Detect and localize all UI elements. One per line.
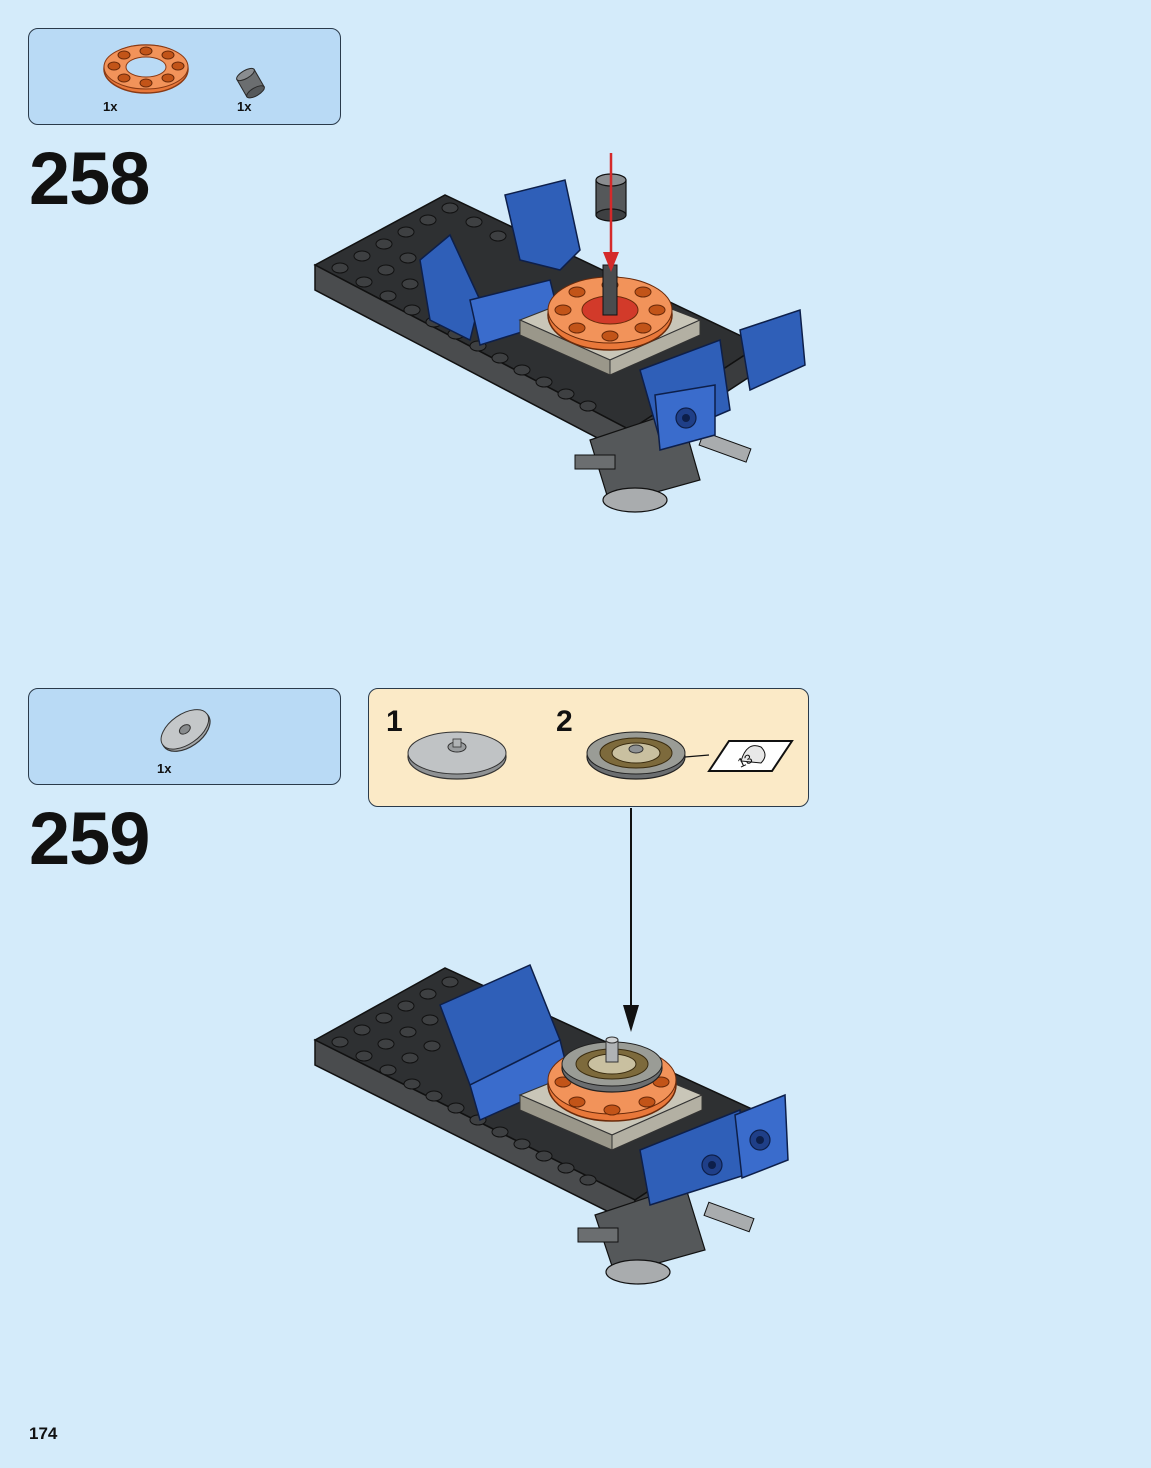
model-illustration-258	[313, 153, 806, 513]
part-qty: 1x	[157, 761, 172, 776]
page-number: 174	[29, 1424, 58, 1443]
orange-ring-plate-icon	[103, 44, 189, 94]
substep-number: 2	[556, 705, 573, 738]
step-number: 259	[29, 797, 150, 880]
grey-round-dish-icon	[160, 709, 211, 752]
part-qty: 1x	[237, 99, 252, 114]
part-qty: 1x	[103, 99, 118, 114]
parts-callout-259: 1x	[28, 688, 341, 785]
substep-number: 1	[386, 705, 403, 738]
sticker-icon: 13	[707, 740, 794, 772]
grey-dish-icon	[407, 731, 507, 780]
sticker-number: 13	[735, 751, 754, 771]
grey-round-brick-icon	[236, 67, 265, 99]
printed-dish-icon	[586, 731, 710, 780]
subassembly-callout: 1 2 13	[368, 688, 809, 807]
parts-callout-258: 1x 1x	[28, 28, 341, 125]
step-number: 258	[29, 137, 150, 220]
